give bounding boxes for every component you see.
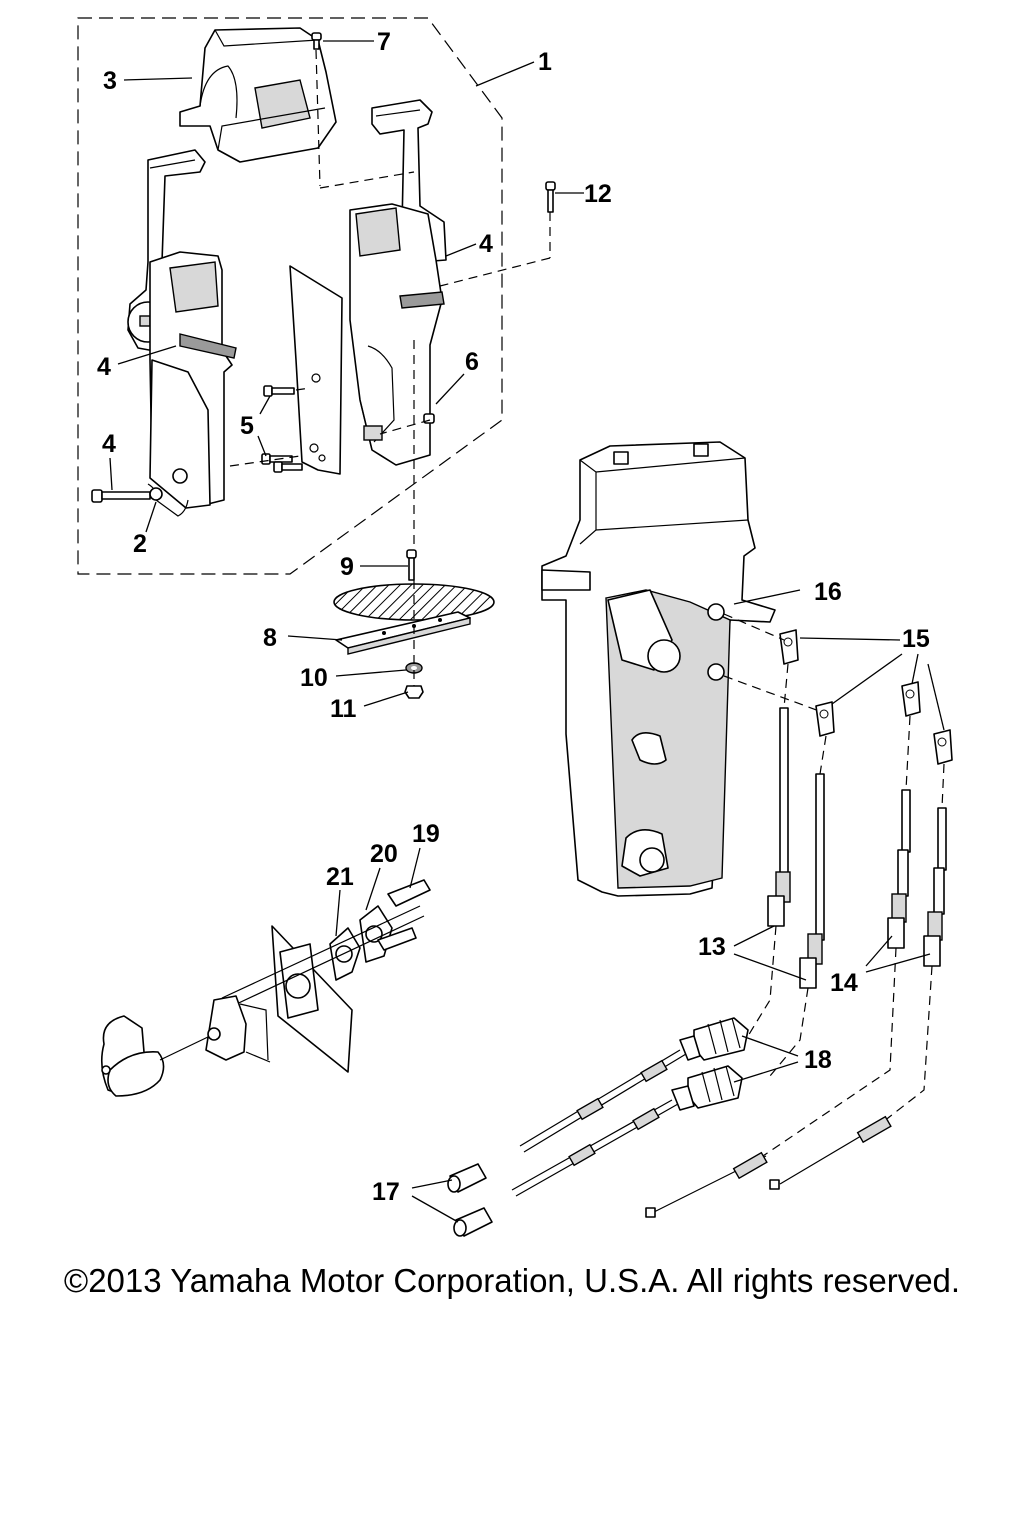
callout-13: 13 [698,933,726,961]
washer-part[interactable] [405,662,423,674]
hex-nut-part[interactable] [404,685,424,699]
mount-bolt-part[interactable] [545,181,556,213]
callout-20: 20 [370,840,398,868]
callout-7: 7 [377,28,391,56]
top-cover-part[interactable] [179,27,337,163]
callout-16: 16 [814,578,842,606]
long-screw-part[interactable] [91,489,151,503]
copyright-notice: ©2013 Yamaha Motor Corporation, U.S.A. A… [63,1262,961,1299]
rod-ends-part[interactable] [779,629,953,765]
callout-1: 1 [538,48,552,76]
callout-8: 8 [263,624,277,652]
control-housing-part[interactable] [541,441,776,897]
left-housing-part[interactable] [149,251,237,509]
assembly-dashed-lines [229,49,945,1159]
callout-6: 6 [465,348,479,376]
base-plate-part[interactable] [335,611,471,655]
callout-3: 3 [103,67,117,95]
cable-ends-part[interactable] [645,1115,892,1218]
callout-4-left-lever: 4 [97,353,111,381]
base-bolt-part[interactable] [406,549,417,581]
clip-pin-part[interactable] [147,483,189,517]
assembly-boundary-dashed [77,17,503,575]
callout-15: 15 [902,625,930,653]
neutral-lever-assembly-part[interactable] [100,879,431,1097]
callout-21: 21 [326,863,354,891]
callout-numbers: 1 2 3 4 4 4 5 6 7 8 9 10 11 12 13 14 15 … [97,28,930,1206]
callout-17: 17 [372,1178,400,1206]
callout-12: 12 [584,180,612,208]
callout-14: 14 [830,969,858,997]
cover-screw-part[interactable] [311,32,322,50]
right-housing-part[interactable] [349,203,445,466]
callout-leader-lines [109,40,945,1223]
center-plate-part[interactable] [289,265,343,475]
cable-rods-part[interactable] [767,707,947,989]
throttle-shift-cables-part[interactable] [447,1017,749,1237]
callout-5: 5 [240,412,254,440]
callout-9: 9 [340,553,354,581]
callout-18: 18 [804,1046,832,1074]
callout-10: 10 [300,664,328,692]
callout-4-right-lever: 4 [479,230,493,258]
callout-19: 19 [412,820,440,848]
callout-11: 11 [330,695,357,723]
callout-4-screw: 4 [102,430,116,458]
callout-2: 2 [133,530,147,558]
